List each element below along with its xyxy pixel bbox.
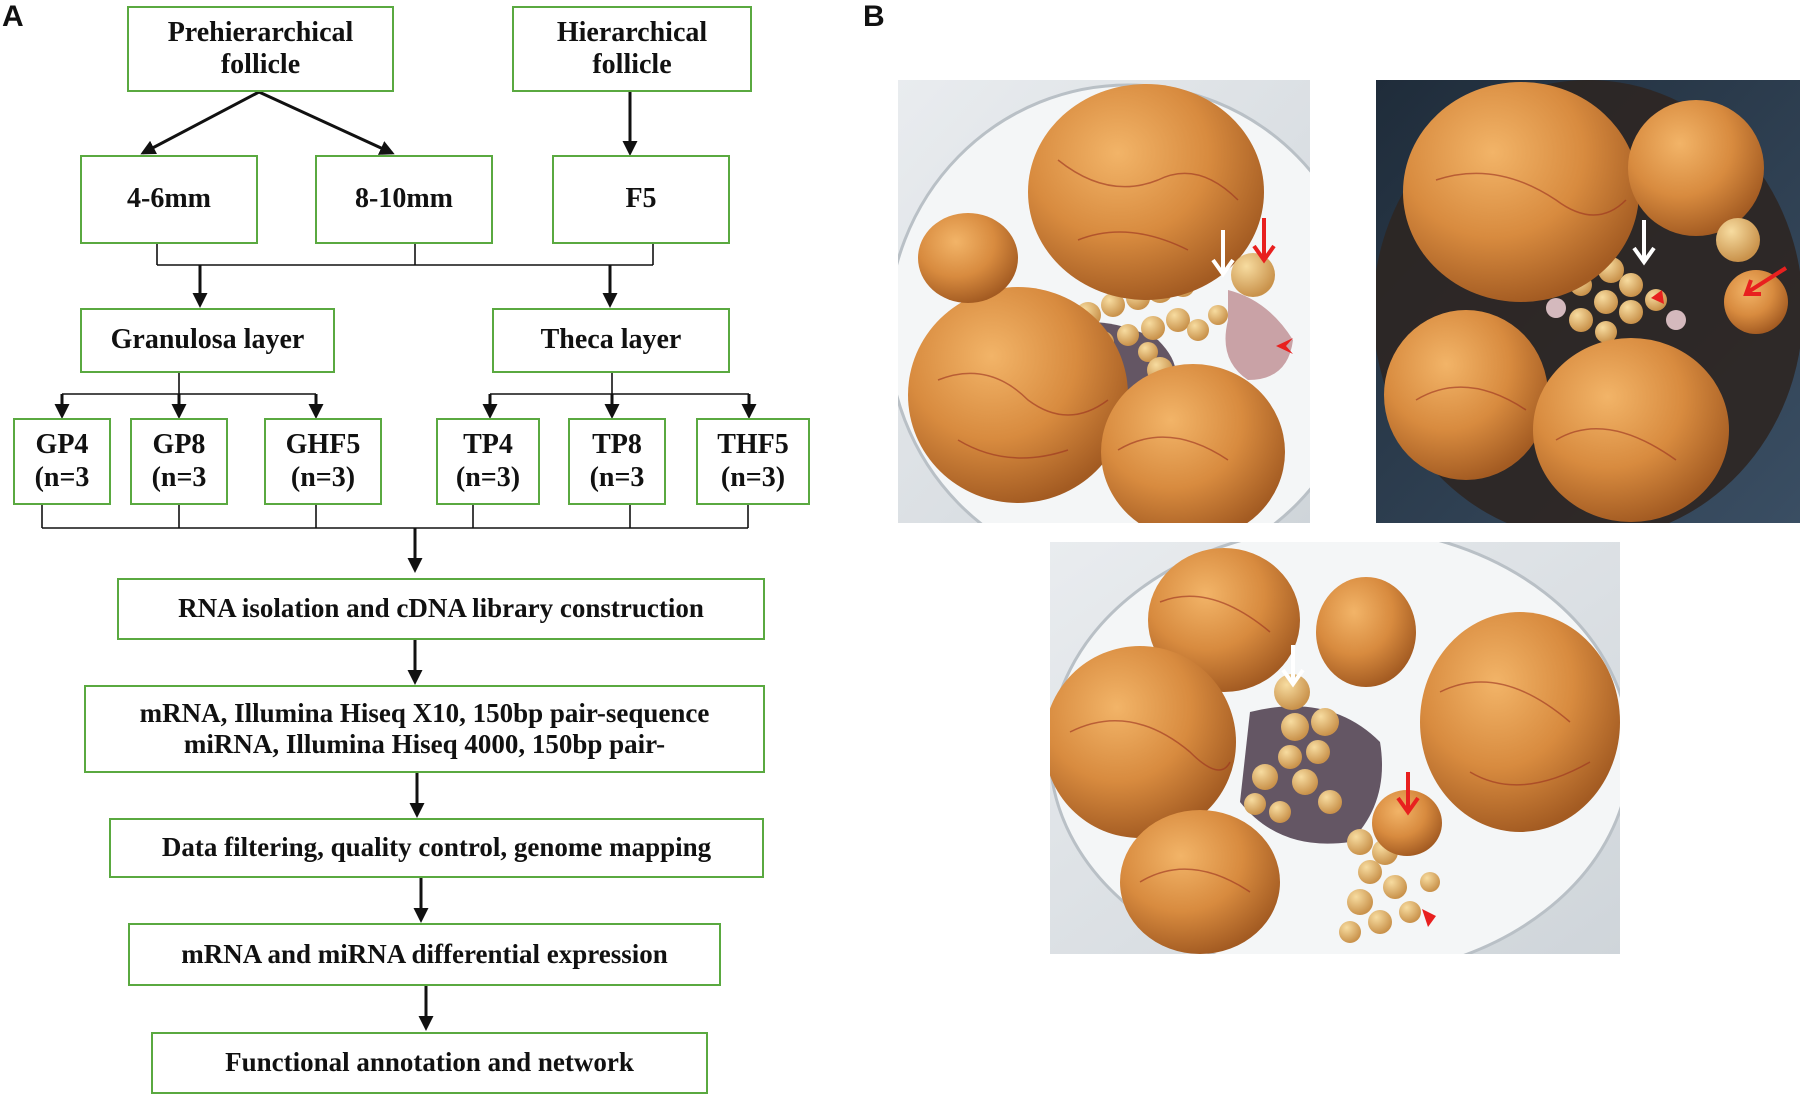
- group-n: (n=3): [290, 461, 356, 493]
- hierarchical-line2: follicle: [592, 49, 672, 80]
- size-8-10mm-label: 8-10mm: [355, 183, 453, 215]
- rna-isolation-box: RNA isolation and cDNA library construct…: [117, 578, 765, 640]
- group-n: (n=3): [720, 461, 786, 493]
- white-arrow-marker: [1281, 645, 1305, 688]
- flowchart-connectors: [41, 90, 757, 1031]
- group-n: (n=3: [151, 461, 207, 493]
- sequencing-line1: mRNA, Illumina Hiseq X10, 150bp pair-seq…: [139, 697, 710, 728]
- group-name: GP4: [35, 429, 89, 461]
- red-arrow-marker: [1743, 266, 1788, 296]
- group-box-tp8: TP8 (n=3: [568, 418, 666, 505]
- size-4-6mm-box: 4-6mm: [80, 155, 258, 244]
- red-arrow-marker: [1396, 772, 1420, 816]
- prehierarchical-line1: Prehierarchical: [167, 16, 354, 48]
- data-filtering-box: Data filtering, quality control, genome …: [109, 818, 764, 878]
- group-n: (n=3: [589, 461, 645, 493]
- group-box-gp8: GP8 (n=3: [130, 418, 228, 505]
- group-box-ghf5: GHF5 (n=3): [264, 418, 382, 505]
- prehierarchical-follicle-box: Prehierarchical follicle: [127, 6, 394, 92]
- granulosa-layer-label: Granulosa layer: [110, 324, 305, 356]
- sequencing-box: mRNA, Illumina Hiseq X10, 150bp pair-seq…: [84, 685, 765, 773]
- group-name: THF5: [717, 429, 789, 461]
- size-f5-label: F5: [625, 183, 657, 215]
- group-n: (n=3: [34, 461, 90, 493]
- group-n: (n=3): [455, 461, 521, 493]
- arrow-pre-to-8-10: [258, 90, 395, 155]
- white-arrow-marker: [1632, 220, 1656, 266]
- group-name: TP4: [463, 429, 513, 461]
- theca-layer-box: Theca layer: [492, 308, 730, 373]
- sequencing-line2: miRNA, Illumina Hiseq 4000, 150bp pair-: [183, 729, 666, 759]
- size-8-10mm-box: 8-10mm: [315, 155, 493, 244]
- group-name: TP8: [592, 429, 642, 461]
- photo-top-left: [898, 80, 1310, 523]
- group-box-tp4: TP4 (n=3): [436, 418, 540, 505]
- size-4-6mm-label: 4-6mm: [127, 183, 211, 215]
- white-arrow-marker: [1211, 230, 1235, 278]
- panel-b-label: B: [863, 0, 885, 33]
- group-name: GHF5: [285, 429, 361, 461]
- differential-expression-box: mRNA and miRNA differential expression: [128, 923, 721, 986]
- hierarchical-line1: Hierarchical: [556, 16, 708, 48]
- size-f5-box: F5: [552, 155, 730, 244]
- differential-expression-label: mRNA and miRNA differential expression: [181, 938, 668, 969]
- group-box-gp4: GP4 (n=3: [13, 418, 111, 505]
- red-arrowhead-marker: [1651, 290, 1664, 304]
- photo-bottom: [1050, 542, 1620, 954]
- data-filtering-label: Data filtering, quality control, genome …: [161, 832, 712, 863]
- rna-isolation-label: RNA isolation and cDNA library construct…: [178, 593, 704, 624]
- functional-annotation-box: Functional annotation and network: [151, 1032, 708, 1094]
- photo-top-right: [1376, 80, 1800, 523]
- group-box-thf5: THF5 (n=3): [696, 418, 810, 505]
- functional-annotation-label: Functional annotation and network: [225, 1047, 634, 1078]
- red-arrowhead-marker: [1422, 909, 1436, 927]
- panel-a-label: A: [2, 0, 24, 33]
- theca-layer-label: Theca layer: [540, 324, 682, 356]
- hierarchical-follicle-box: Hierarchical follicle: [512, 6, 752, 92]
- granulosa-layer-box: Granulosa layer: [80, 308, 335, 373]
- red-arrowhead-marker: [1276, 338, 1293, 354]
- red-arrow-marker: [1252, 218, 1276, 264]
- group-name: GP8: [152, 429, 206, 461]
- small-follicles-cluster: [1244, 674, 1440, 943]
- arrow-pre-to-4-6: [140, 90, 260, 155]
- prehierarchical-line2: follicle: [220, 49, 301, 80]
